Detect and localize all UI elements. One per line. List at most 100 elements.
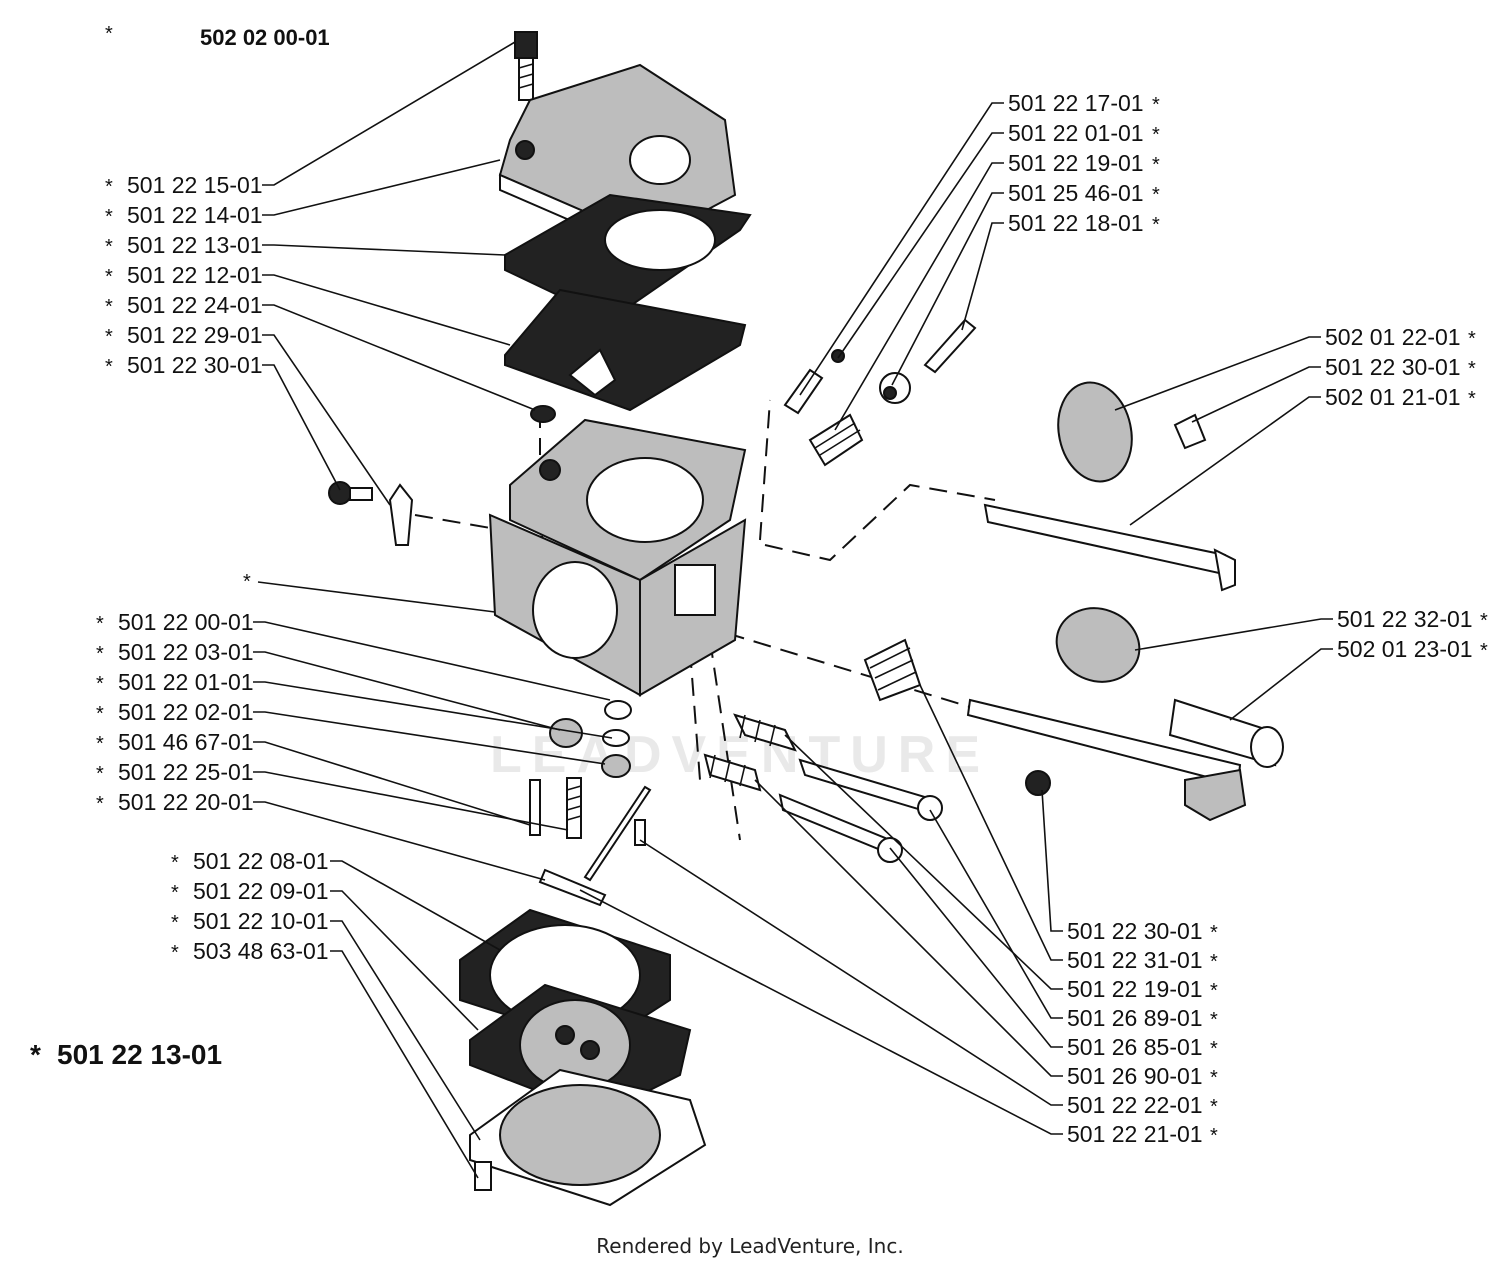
cover-screw-part (514, 31, 538, 101)
callout-star: * (1468, 358, 1476, 380)
callout-star: * (1210, 951, 1218, 973)
callout-star: * (96, 763, 104, 785)
callout-star: * (96, 793, 104, 815)
part-number-label: 501 22 15-01 (127, 172, 263, 198)
adjustment-springs-and-needles (703, 638, 943, 863)
part-number-label: 501 26 90-01 (1067, 1063, 1203, 1089)
part-number-label: 501 22 30-01 (1325, 354, 1461, 380)
callout-star: * (1480, 640, 1488, 662)
part-number-label: 501 25 46-01 (1008, 180, 1144, 206)
top-right-callouts: 501 22 17-01*501 22 01-01*501 22 19-01*5… (799, 90, 1160, 431)
callout-star: * (1468, 388, 1476, 410)
right-middle-callouts: 501 22 32-01*502 01 23-01* (1134, 606, 1488, 721)
part-number-label: 501 22 20-01 (118, 789, 254, 815)
top-right-screw-spring-parts (783, 318, 977, 467)
callout-leader (889, 847, 1063, 1048)
metering-cover-part (469, 1068, 707, 1207)
part-number-label: 501 22 14-01 (127, 202, 263, 228)
callout-star: * (1152, 154, 1160, 176)
callout-star: * (105, 236, 113, 258)
callout-star: * (1152, 214, 1160, 236)
callout-star: * (1152, 124, 1160, 146)
callout-leader (919, 684, 1063, 961)
pump-gasket-part (504, 193, 752, 322)
callout-leader (262, 364, 341, 491)
callout-star: * (1210, 1009, 1218, 1031)
callout-leader (253, 771, 569, 831)
callout-leader (1114, 336, 1321, 411)
part-number-label: 501 26 85-01 (1067, 1034, 1203, 1060)
part-number-label: 501 22 22-01 (1067, 1092, 1203, 1118)
callout-star: * (105, 206, 113, 228)
callout-leader (961, 222, 1004, 331)
needle-seat-parts (549, 700, 632, 778)
callout-leader (891, 192, 1004, 386)
part-number-label: 501 22 29-01 (127, 322, 263, 348)
part-number-label: 503 48 63-01 (193, 938, 329, 964)
callout-leader (253, 651, 561, 731)
callout-leader (262, 159, 501, 216)
callout-star: * (171, 882, 179, 904)
callout-leader (262, 244, 506, 256)
callout-leader (330, 890, 479, 1031)
body-leader (257, 581, 496, 613)
body-star: * (243, 571, 251, 593)
part-number-label: 501 22 19-01 (1067, 976, 1203, 1002)
callout-leader (837, 132, 1004, 359)
part-number-label: 501 22 10-01 (193, 908, 329, 934)
callout-star: * (96, 613, 104, 635)
callout-leader (1134, 618, 1333, 651)
part-number-label: 501 22 13-01 (127, 232, 263, 258)
callout-leader (330, 920, 481, 1141)
callout-leader (639, 839, 1063, 1106)
callout-star: * (1152, 94, 1160, 116)
part-number-label: 501 22 01-01 (118, 669, 254, 695)
part-number-label: 502 01 23-01 (1337, 636, 1473, 662)
part-number-label: 501 22 17-01 (1008, 90, 1144, 116)
callout-leader (262, 41, 516, 186)
callout-star: * (1210, 922, 1218, 944)
callout-leader (1041, 789, 1063, 932)
pump-diaphragm-part (504, 288, 747, 412)
choke-shaft-assembly (966, 607, 1284, 822)
callout-leader (784, 734, 1063, 990)
callout-star: * (96, 673, 104, 695)
callout-leader (330, 860, 501, 951)
callout-leader (253, 621, 611, 701)
left-upper-callouts: *501 22 15-01*501 22 14-01*501 22 13-01*… (105, 41, 536, 506)
assembly-part-number: 502 02 00-01 (200, 25, 330, 50)
callout-star: * (171, 942, 179, 964)
assembly-star: * (105, 23, 113, 45)
throttle-shaft-assembly (983, 381, 1236, 592)
callout-leader (253, 711, 606, 765)
kit-star: * (30, 1039, 41, 1070)
part-number-label: 502 01 21-01 (1325, 384, 1461, 410)
callout-leader (834, 162, 1004, 431)
part-number-label: 501 22 30-01 (127, 352, 263, 378)
part-number-label: 501 22 12-01 (127, 262, 263, 288)
part-number-label: 501 22 31-01 (1067, 947, 1203, 973)
left-screw-and-clip-part (328, 481, 414, 546)
part-number-label: 501 46 67-01 (118, 729, 254, 755)
callout-star: * (1210, 1096, 1218, 1118)
part-number-label: 501 22 00-01 (118, 609, 254, 635)
metering-diaphragm-part (469, 983, 692, 1117)
part-number-label: 501 22 25-01 (118, 759, 254, 785)
kit-part-number: 501 22 13-01 (57, 1039, 222, 1070)
part-number-label: 501 26 89-01 (1067, 1005, 1203, 1031)
callout-leader (1129, 396, 1321, 526)
part-number-label: 501 22 18-01 (1008, 210, 1144, 236)
part-number-label: 501 22 03-01 (118, 639, 254, 665)
callout-star: * (105, 176, 113, 198)
callout-star: * (1210, 1038, 1218, 1060)
callout-star: * (96, 733, 104, 755)
callout-star: * (1210, 1125, 1218, 1147)
callout-leader (262, 274, 511, 346)
part-number-label: 501 22 24-01 (127, 292, 263, 318)
part-number-label: 501 22 21-01 (1067, 1121, 1203, 1147)
callout-star: * (1210, 980, 1218, 1002)
callout-star: * (1480, 610, 1488, 632)
callout-star: * (1152, 184, 1160, 206)
callout-leader (262, 304, 536, 411)
